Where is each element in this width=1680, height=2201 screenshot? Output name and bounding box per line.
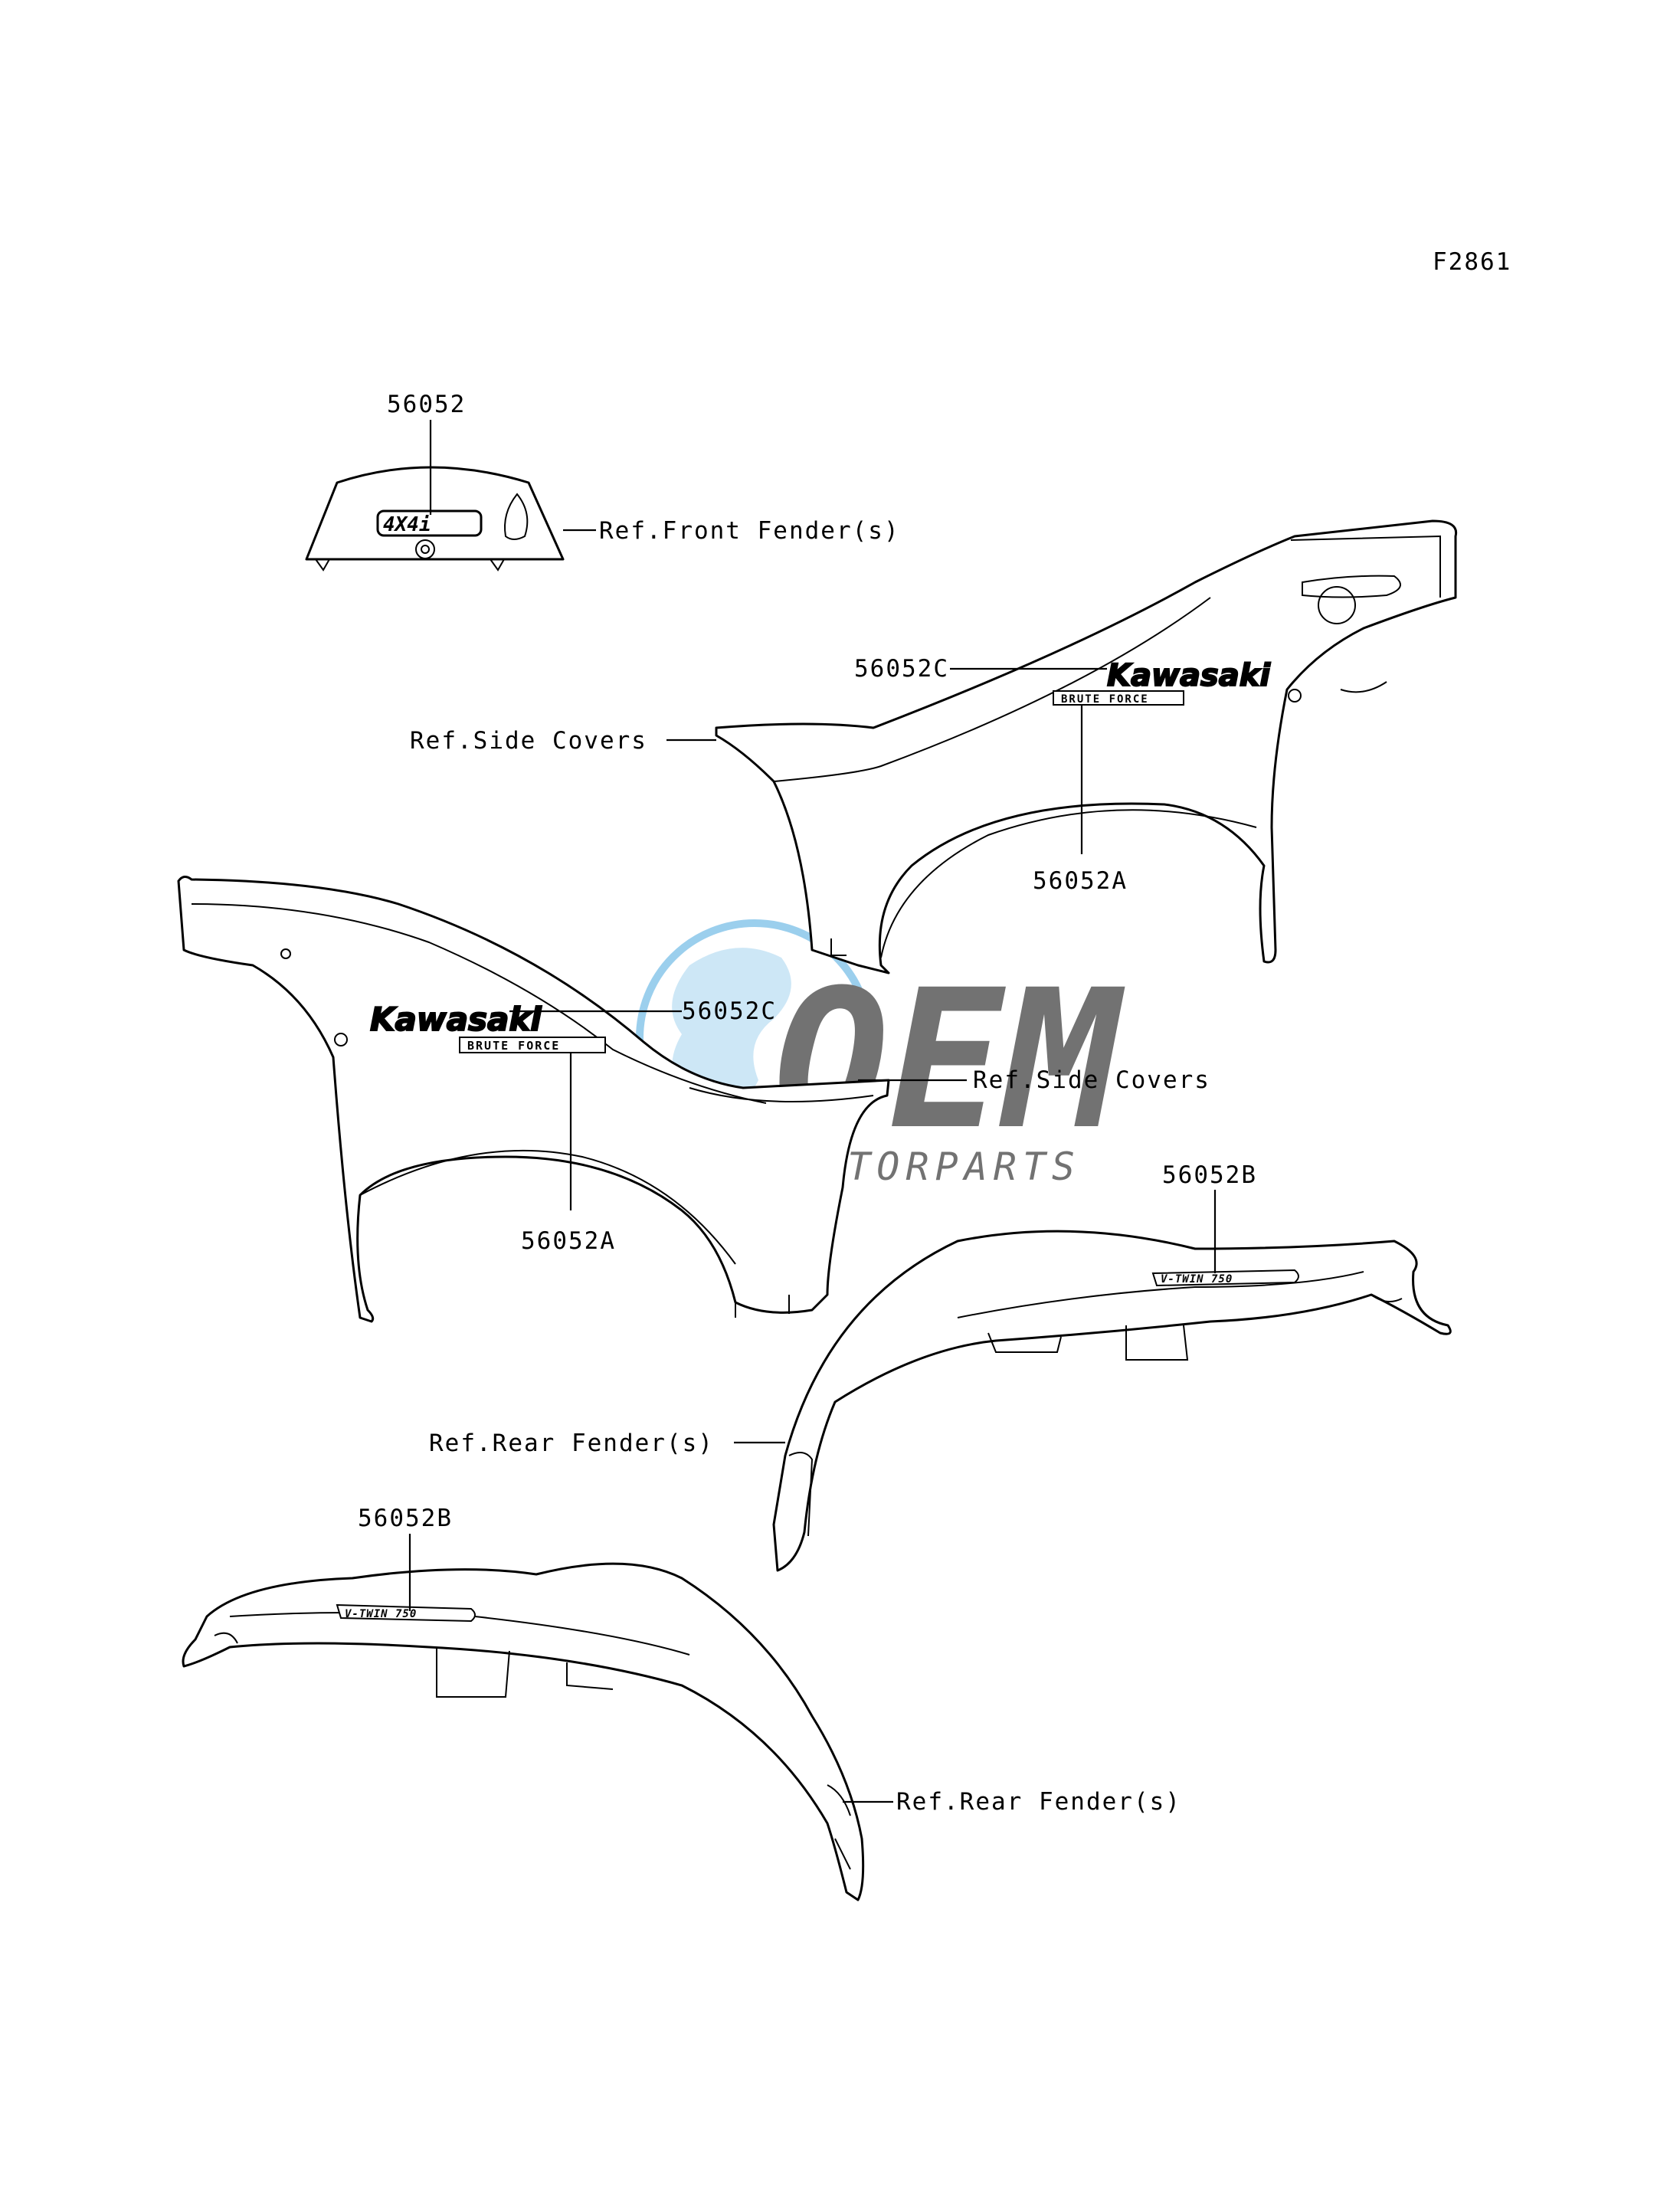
left-side-cover-part: Kawasaki BRUTE FORCE (177, 876, 890, 1323)
right-vtwin-text: V-TWIN 750 (1161, 1273, 1233, 1286)
label-right-rear-fender-ref: Ref.Rear Fender(s) (429, 1430, 714, 1457)
left-kawasaki-decal: Kawasaki (369, 1000, 542, 1039)
label-56052: 56052 (387, 391, 466, 418)
watermark-land-icon (672, 948, 791, 1115)
label-left-side-covers-ref: Ref.Side Covers (973, 1066, 1210, 1094)
right-bruteforce-decal: BRUTE FORCE (1053, 690, 1184, 706)
right-vtwin-decal: V-TWIN 750 (1151, 1269, 1299, 1287)
figure-code: F2861 (1433, 248, 1511, 276)
right-rear-fender-part: V-TWIN 750 (772, 1230, 1452, 1572)
front-badge-text: 4X4i (383, 513, 431, 536)
right-bruteforce-text: BRUTE FORCE (1061, 693, 1149, 706)
label-left-56052c: 56052C (682, 997, 777, 1025)
front-4x4-decal: 4X4i (376, 509, 483, 537)
right-kawasaki-text: Kawasaki (1107, 658, 1271, 693)
label-front-fender-ref: Ref.Front Fender(s) (599, 517, 900, 545)
label-right-56052c: 56052C (854, 655, 949, 683)
label-left-56052b: 56052B (358, 1505, 453, 1532)
front-fender-part: 4X4i (305, 466, 565, 572)
label-right-56052b: 56052B (1162, 1161, 1257, 1189)
left-bruteforce-decal: BRUTE FORCE (459, 1037, 606, 1053)
label-left-rear-fender-ref: Ref.Rear Fender(s) (896, 1788, 1181, 1816)
right-side-cover-part: Kawasaki BRUTE FORCE (715, 519, 1458, 974)
left-vtwin-decal: V-TWIN 750 (336, 1603, 476, 1623)
left-rear-fender-part: V-TWIN 750 (182, 1562, 865, 1901)
label-right-side-covers-ref: Ref.Side Covers (410, 727, 647, 755)
left-kawasaki-text: Kawasaki (370, 1001, 542, 1038)
right-kawasaki-decal: Kawasaki (1106, 657, 1272, 694)
label-right-56052a: 56052A (1033, 867, 1128, 895)
left-vtwin-text: V-TWIN 750 (345, 1608, 417, 1620)
left-bruteforce-text: BRUTE FORCE (467, 1039, 560, 1053)
label-left-56052a: 56052A (521, 1227, 616, 1255)
